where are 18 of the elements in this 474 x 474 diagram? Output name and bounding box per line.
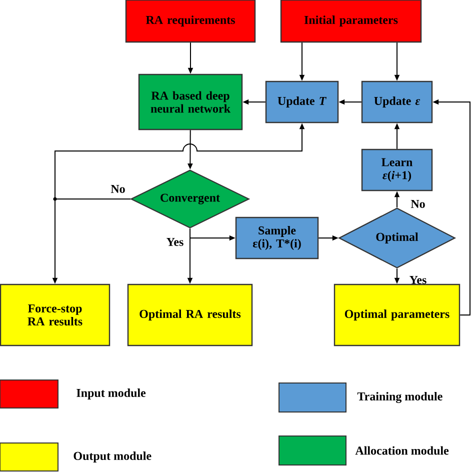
process-box: Update ε [361, 80, 433, 124]
input-box: RA requirements [125, 0, 256, 43]
legend-label: Output module [74, 452, 152, 462]
edge-label: No [410, 200, 425, 208]
legend-label: Input module [76, 388, 146, 400]
edge-label: No [110, 185, 125, 193]
input-box: Initial parameters [280, 0, 422, 43]
process-box: Sample ε(i), T*(i) [235, 216, 319, 260]
edge-label: Yes [166, 238, 184, 246]
legend-label: Training module [357, 392, 442, 403]
output-box: Optimal parameters [334, 284, 460, 346]
output-box: Optimal RA results [127, 284, 253, 346]
network-box: RA based deep neural network [138, 74, 243, 130]
edge-label: Yes [410, 276, 426, 284]
output-box: Force-stop RA results [0, 284, 110, 346]
process-box: Learn ε(i+1) [361, 148, 433, 192]
legend-label: Allocation module [355, 446, 449, 455]
process-box: Update T [265, 80, 339, 124]
